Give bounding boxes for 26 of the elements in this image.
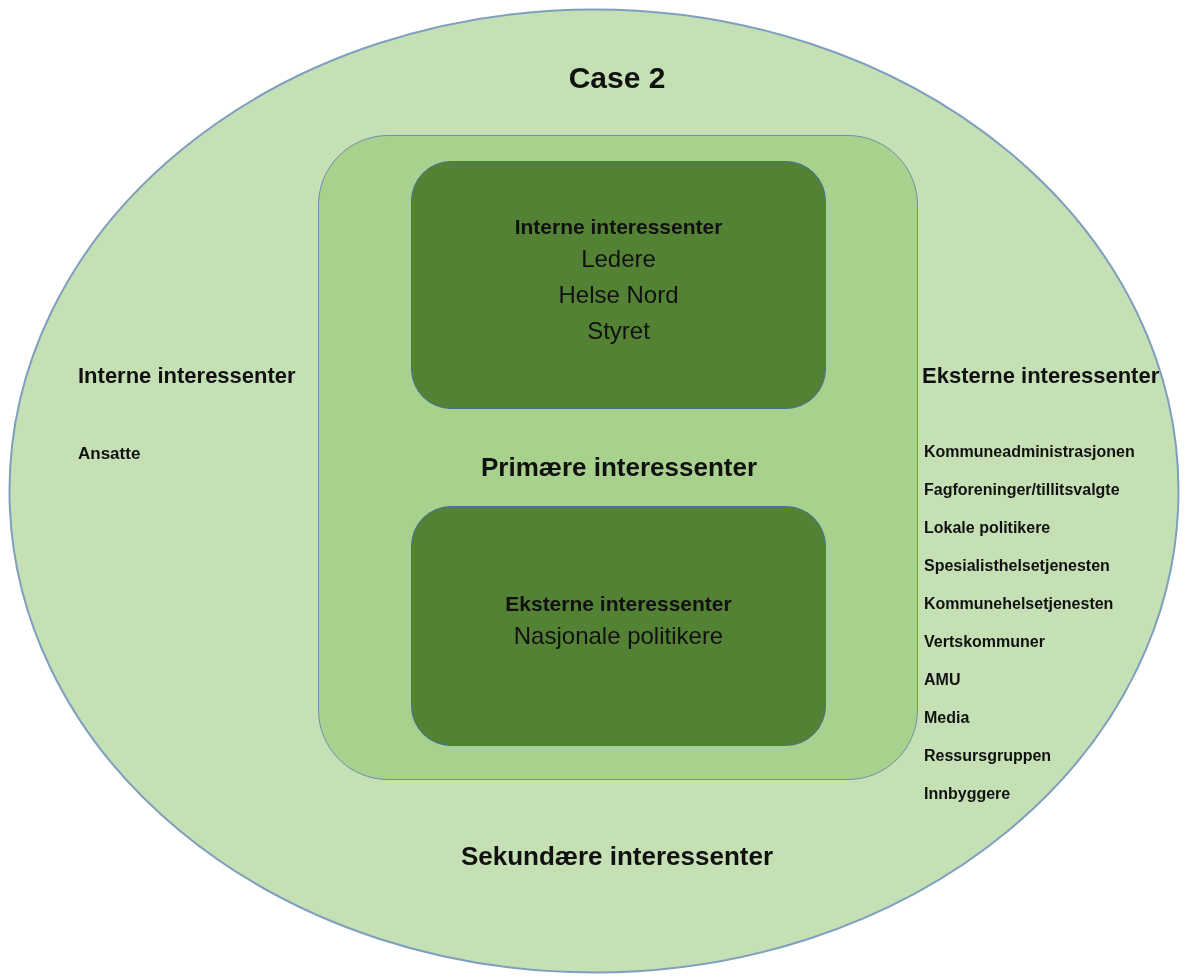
- group-heading: Sekundære interessenter: [460, 843, 774, 869]
- stakeholder-name: Media: [924, 710, 970, 726]
- stakeholder-name: Kommuneadministrasjonen: [924, 444, 1135, 460]
- stakeholder-name: AMU: [924, 672, 961, 688]
- stakeholder-name: Nasjonale politikere: [513, 623, 724, 648]
- stakeholder-name: Kommunehelsetjenesten: [924, 596, 1114, 612]
- group-heading: Interne interessenter: [78, 365, 296, 387]
- stakeholder-name: Ressursgruppen: [924, 748, 1052, 764]
- stakeholder-name: Ledere: [581, 246, 656, 271]
- stakeholder-name: Fagforeninger/tillitsvalgte: [924, 482, 1120, 498]
- primary-stakeholder-box: [318, 135, 918, 780]
- group-heading: Interne interessenter: [514, 215, 723, 237]
- stakeholder-box: [411, 161, 826, 409]
- group-heading: Eksterne interessenter: [922, 365, 1160, 387]
- group-heading: Eksterne interessenter: [505, 592, 732, 614]
- stakeholder-ellipse: [8, 8, 1180, 974]
- group-heading: Primære interessenter: [481, 454, 757, 480]
- stakeholder-name: Ansatte: [78, 445, 141, 462]
- stakeholder-box: [411, 506, 826, 746]
- stakeholder-name: Innbyggere: [924, 786, 1011, 802]
- stakeholder-name: Lokale politikere: [924, 520, 1051, 536]
- stakeholder-name: Vertskommuner: [924, 634, 1045, 650]
- stakeholder-name: Spesialisthelsetjenesten: [924, 558, 1110, 574]
- stakeholder-name: Helse Nord: [558, 282, 679, 307]
- stakeholder-name: Styret: [587, 318, 650, 343]
- group-heading: Case 2: [568, 63, 666, 93]
